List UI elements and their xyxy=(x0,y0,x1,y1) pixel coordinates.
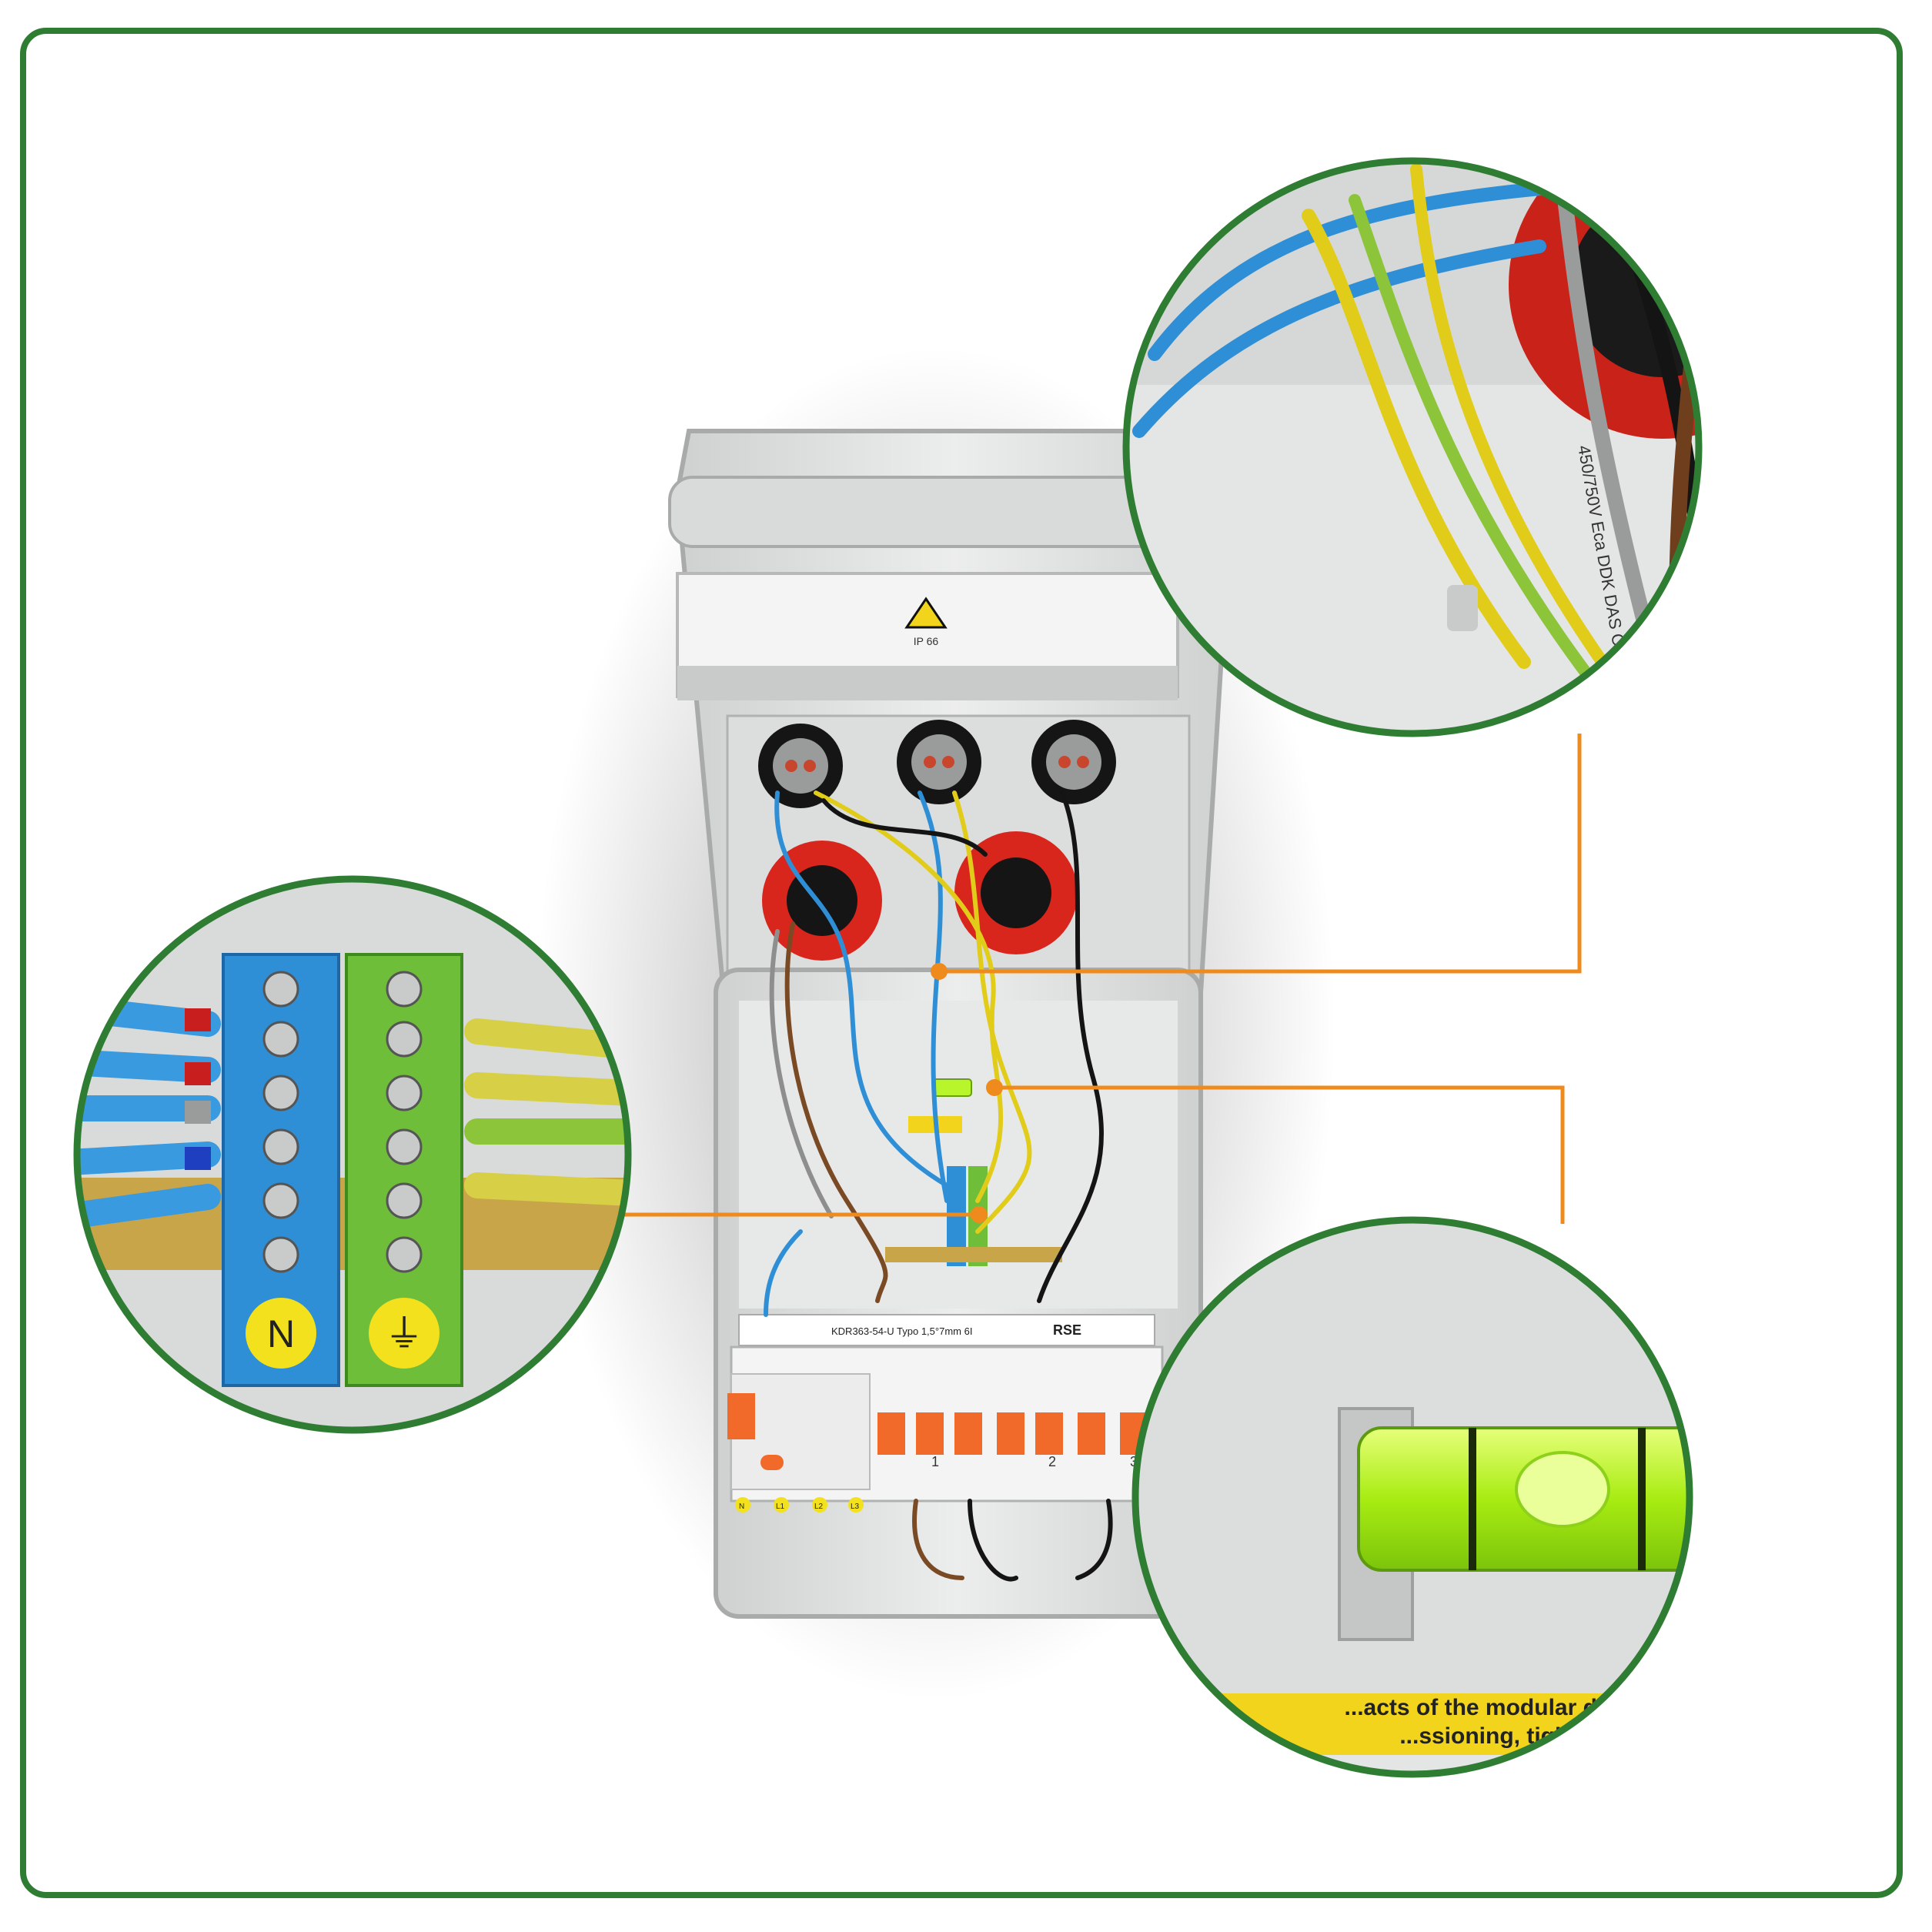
level-bubble xyxy=(1515,1451,1610,1528)
phase-label-l1: L1 xyxy=(776,1502,785,1511)
schuko-socket-1 xyxy=(758,724,843,808)
schuko-socket-2 xyxy=(897,720,981,804)
spirit-level-small xyxy=(932,1078,972,1097)
zoom-terminal-blocks: N ⏚ xyxy=(73,875,632,1434)
callout-dot-terminals xyxy=(971,1206,988,1223)
zoom-wiring-ring xyxy=(1122,157,1703,737)
mcb-toggle-1c xyxy=(954,1412,982,1455)
earth-label-badge xyxy=(369,1298,440,1369)
phase-label-n: N xyxy=(739,1502,744,1511)
mcb-toggle-1b xyxy=(916,1412,944,1455)
cover-lip xyxy=(677,666,1178,700)
neutral-label: N xyxy=(267,1312,295,1355)
level-holder-right xyxy=(1684,1407,1690,1641)
level-mark-left xyxy=(1469,1428,1476,1570)
breaker-number-3: 3 xyxy=(1130,1454,1138,1469)
warning-triangle-icon xyxy=(904,597,948,629)
internal-wiring xyxy=(764,791,1113,1582)
distribution-box: IP 66 xyxy=(535,346,1335,1701)
zoom-terminals-ring xyxy=(73,875,632,1434)
phase-dot-l3 xyxy=(848,1497,864,1513)
rcd-brand: RSE xyxy=(1053,1322,1081,1338)
phase-dot-l2 xyxy=(812,1497,827,1513)
callout-lines xyxy=(616,734,1582,1224)
callout-dot-level xyxy=(986,1079,1003,1096)
phase-label-l2: L2 xyxy=(814,1502,824,1511)
schuko-socket-3 xyxy=(1031,720,1116,804)
cee-socket-1 xyxy=(762,841,882,961)
breaker-label-strip xyxy=(738,1314,1155,1346)
breaker-number-2: 2 xyxy=(1048,1454,1056,1469)
callout-dot-wiring xyxy=(931,963,948,980)
mcb-toggle-2b xyxy=(1035,1412,1063,1455)
zoom-level-ring xyxy=(1131,1216,1693,1778)
zoom-spirit-level: ...acts of the modular device ...ssionin… xyxy=(1131,1216,1693,1778)
phase-label-l3: L3 xyxy=(851,1502,860,1511)
level-mark-right xyxy=(1638,1428,1646,1570)
rcd-toggle xyxy=(727,1393,755,1439)
cee-socket-2 xyxy=(954,831,1078,954)
rcd-test-button xyxy=(760,1455,784,1470)
mcb-toggle-2a xyxy=(997,1412,1024,1455)
mcb-toggle-2c xyxy=(1078,1412,1105,1455)
neutral-label-badge xyxy=(246,1298,316,1369)
earth-symbol-icon: ⏚ xyxy=(385,1312,423,1355)
rcd-model: KDR363-54-U Typo 1,5°7mm 6I xyxy=(831,1325,972,1337)
mcb-toggle-1a xyxy=(877,1412,905,1455)
breaker-number-1: 1 xyxy=(931,1454,939,1469)
sticker-text-2: ...ssioning, tighten all... xyxy=(1399,1723,1655,1749)
din-rail xyxy=(885,1247,1062,1262)
sticker-text-1: ...acts of the modular device xyxy=(1345,1695,1655,1720)
ip-rating-label: IP 66 xyxy=(914,635,939,647)
phase-dot-l1 xyxy=(774,1497,789,1513)
phase-dot-n xyxy=(735,1497,750,1513)
zoom-wiring-detail: 450/750V Eca DDK DAS CE xyxy=(1122,157,1703,737)
